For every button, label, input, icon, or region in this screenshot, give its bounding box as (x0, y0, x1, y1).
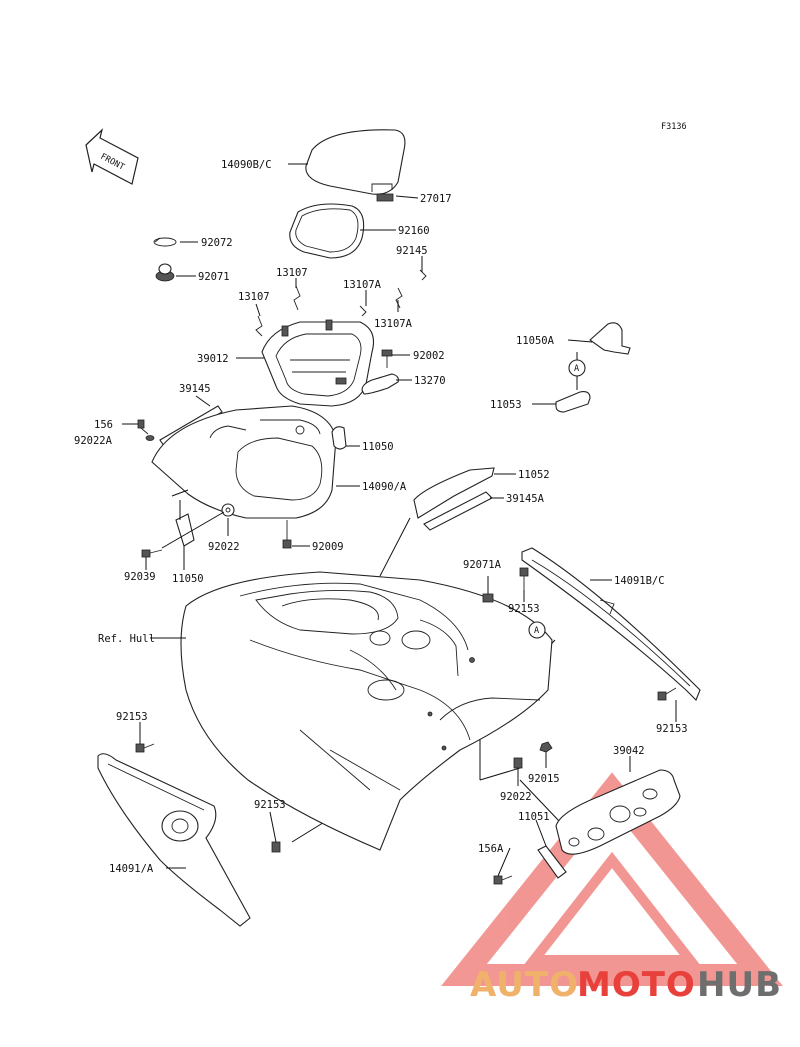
decal-part (376, 193, 394, 202)
callout-39145A: 39145A (506, 493, 545, 505)
callout-92153-c: 92153 (116, 711, 148, 723)
callout-ref-hull: Ref. Hull (98, 633, 155, 645)
callout-11050-b: 11050 (362, 441, 394, 453)
side-panel-14091BC-part (521, 547, 701, 701)
callout-27017: 27017 (420, 193, 452, 205)
callout-14090bc: 14090B/C (221, 159, 272, 171)
washer-92022-part (221, 503, 235, 517)
bolt-92009-part (282, 520, 292, 549)
watermark-hub: HUB (697, 965, 782, 1005)
callout-13270: 13270 (414, 375, 446, 387)
callout-92071: 92071 (198, 271, 230, 283)
callout-39042: 39042 (613, 745, 645, 757)
bolt-92153-right-part (657, 687, 677, 701)
callout-156: 156 (94, 419, 113, 431)
bracket-11052-part (413, 467, 495, 519)
callout-11051: 11051 (518, 811, 550, 823)
hull-part (180, 571, 553, 851)
storage-bin-part (261, 319, 375, 407)
watermark-wordmark: AUTO MOTO HUB (470, 965, 782, 1005)
bolt-92153-upper-part (519, 567, 529, 590)
callout-92153-a: 92153 (508, 603, 540, 615)
svg-text:A: A (574, 364, 579, 374)
bracket-11053-part (555, 391, 591, 413)
callout-13107-a: 13107 (276, 267, 308, 279)
figure-code: F3136 (661, 122, 687, 132)
callout-39012: 39012 (197, 353, 229, 365)
callout-92072: 92072 (201, 237, 233, 249)
callout-92009: 92009 (312, 541, 344, 553)
bolt-92153-lower-part (271, 841, 281, 853)
callout-14091A: 14091/A (109, 863, 154, 875)
cap-92071A-part (482, 593, 494, 603)
reference-marker-A-upper: A (568, 359, 586, 377)
callout-11053: 11053 (490, 399, 522, 411)
screw-156-part (137, 419, 149, 435)
clip-92072-part (153, 237, 177, 247)
callout-92015: 92015 (528, 773, 560, 785)
callout-lines (122, 163, 677, 877)
bracket-11051-part (537, 845, 567, 879)
bracket-11050-lower-part (175, 513, 195, 547)
callout-92153-d: 92153 (254, 799, 286, 811)
washer-92022A-part (145, 435, 155, 441)
callout-13107A-a: 13107A (343, 279, 382, 291)
callout-92071A: 92071A (463, 559, 502, 571)
callout-13107-b: 13107 (238, 291, 270, 303)
callout-11050-c: 11050 (172, 573, 204, 585)
callout-11050A: 11050A (516, 335, 555, 347)
seat-cover-part (305, 129, 406, 195)
callout-92002: 92002 (413, 350, 445, 362)
mat-39042-part (555, 769, 681, 855)
screw-156A-part (493, 875, 513, 885)
bolt-92002-part (381, 349, 393, 368)
callout-92022-a: 92022 (208, 541, 240, 553)
callout-92153-b: 92153 (656, 723, 688, 735)
svg-text:A: A (534, 626, 539, 636)
front-arrow-icon: FRONT (85, 128, 139, 185)
cap-92071-part (155, 263, 175, 282)
screw-92039-part (141, 549, 163, 558)
callout-92160: 92160 (398, 225, 430, 237)
watermark-logo-shape (441, 772, 783, 986)
bracket-11050-part (331, 426, 347, 450)
callout-92039: 92039 (124, 571, 156, 583)
callout-11052: 11052 (518, 469, 550, 481)
callout-92022A: 92022A (74, 435, 113, 447)
watermark-auto: AUTO (470, 965, 579, 1005)
reference-marker-A-lower: A (528, 621, 546, 639)
callout-39145: 39145 (179, 383, 211, 395)
gasket-part (289, 203, 365, 259)
callout-92145: 92145 (396, 245, 428, 257)
side-panel-14091A-part (97, 753, 251, 927)
callout-labels: 14090B/C 27017 92072 92160 92145 13107 9… (74, 159, 688, 875)
bracket-11050A-part (589, 322, 631, 355)
nut-92015-part (539, 741, 553, 753)
callout-14090A: 14090/A (362, 481, 407, 493)
washer-92022-lower-part (513, 757, 523, 769)
watermark-moto: MOTO (577, 965, 696, 1005)
callout-14091BC: 14091B/C (614, 575, 665, 587)
callout-156A: 156A (478, 843, 504, 855)
callout-92022-b: 92022 (500, 791, 532, 803)
bolt-92153-left-part (135, 743, 155, 753)
plate-13270-part (361, 373, 399, 395)
callout-13107A-b: 13107A (374, 318, 413, 330)
